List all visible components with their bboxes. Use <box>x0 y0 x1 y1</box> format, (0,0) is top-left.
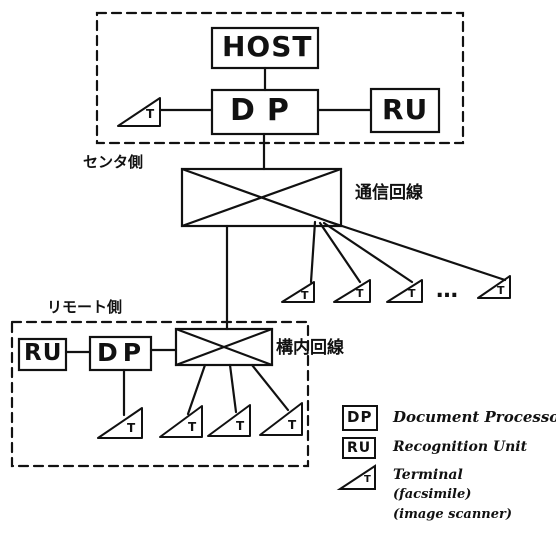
network-terminal-letter: T <box>301 289 310 302</box>
lan-switch <box>174 327 274 367</box>
host-label: HOST <box>222 30 313 63</box>
legend-dp-box <box>342 405 378 431</box>
remote-ru-box <box>17 337 68 372</box>
link-wan-t3 <box>322 221 414 284</box>
legend-ru-box <box>342 437 376 459</box>
network-ellipsis: … <box>436 278 459 303</box>
link-wan-t1 <box>309 220 317 284</box>
legend-terminal-note-scanner: (image scanner) <box>393 507 512 522</box>
remote-terminal-icon <box>259 402 303 436</box>
remote-side-label: リモート側 <box>47 298 123 316</box>
legend-terminal-symbol: T <box>364 474 372 485</box>
legend-ru-text: Recognition Unit <box>393 439 528 455</box>
network-terminal-letter: T <box>497 284 506 297</box>
network-terminal-icon <box>333 279 371 303</box>
network-terminal-letter: T <box>408 287 417 300</box>
link-lan-t2 <box>186 363 207 416</box>
network-terminal-icon <box>386 279 423 303</box>
legend-ru-symbol: RU <box>347 440 372 456</box>
center-region-boundary <box>95 11 465 145</box>
legend-dp-text: Document Processor <box>393 408 556 426</box>
remote-terminal-icon <box>159 405 203 438</box>
remote-terminal-icon <box>97 407 143 439</box>
remote-terminal-letter: T <box>188 420 198 434</box>
remote-dp-box <box>88 335 153 372</box>
legend-terminal-text: Terminal <box>393 467 463 483</box>
network-terminal-icon <box>281 281 315 303</box>
remote-terminal-letter: T <box>127 421 137 435</box>
network-terminal-icon <box>477 275 511 299</box>
remote-terminal-letter: T <box>236 419 246 433</box>
legend-dp-symbol: DP <box>347 408 373 426</box>
link-wan-t4 <box>328 220 507 282</box>
lan-label: 構内回線 <box>276 338 344 358</box>
center-dp-label: DP <box>230 93 301 128</box>
legend-terminal-icon <box>336 464 376 490</box>
remote-ru-label: RU <box>24 340 63 366</box>
remote-terminal-letter: T <box>288 418 298 432</box>
link-wan-t2 <box>318 221 362 284</box>
remote-region-boundary <box>10 320 310 468</box>
legend-terminal-note-facsimile: (facsimile) <box>393 487 472 502</box>
wan-switch <box>180 167 343 228</box>
wan-label: 通信回線 <box>355 183 423 203</box>
center-terminal-letter: T <box>146 107 156 121</box>
network-terminal-letter: T <box>356 287 365 300</box>
center-side-label: センタ側 <box>83 153 144 171</box>
remote-dp-label: DP <box>97 338 147 367</box>
remote-terminal-icon <box>207 404 251 437</box>
center-terminal-icon <box>117 97 161 127</box>
link-lan-t3 <box>228 363 238 414</box>
center-ru-label: RU <box>382 93 429 126</box>
link-lan-t4 <box>250 363 290 412</box>
